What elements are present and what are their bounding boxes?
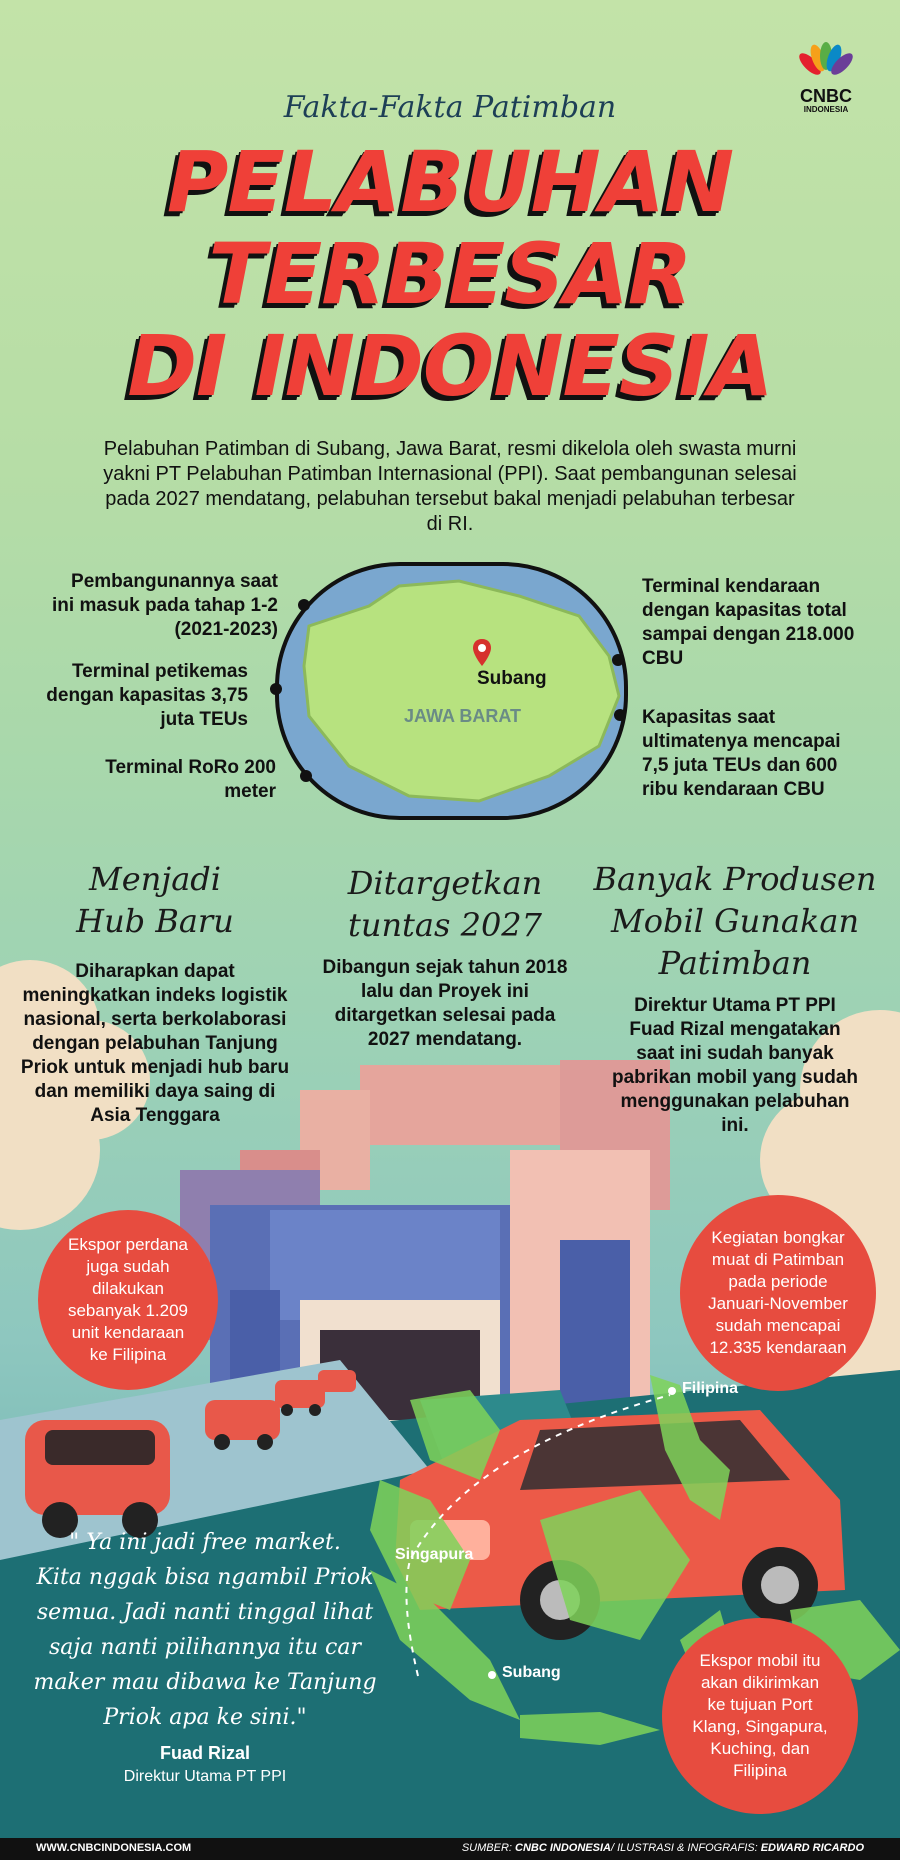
map-marker-label: Subang <box>477 668 547 689</box>
bubble-text: Ekspor perdana juga sudah dilakukan seba… <box>67 1235 189 1364</box>
bubble-text: Kegiatan bongkar muat di Patimban pada p… <box>708 1228 848 1357</box>
title-line-3: DI INDONESIA <box>127 317 773 415</box>
column-heading: tuntas 2027 <box>347 906 543 944</box>
quote-author: Fuad Rizal <box>159 1743 250 1763</box>
main-title: PELABUHAN TERBESAR DI INDONESIA <box>40 136 860 412</box>
credit-prefix: SUMBER: <box>461 1842 516 1854</box>
bubble-text: Ekspor mobil itu akan dikirimkan ke tuju… <box>692 1651 828 1780</box>
bubble-ekspor-tujuan: Ekspor mobil itu akan dikirimkan ke tuju… <box>662 1618 858 1814</box>
footer-url[interactable]: WWW.CNBCINDONESIA.COM <box>36 1842 192 1854</box>
fact-dot <box>300 770 312 782</box>
car-left <box>25 1420 170 1538</box>
footer-credit: SUMBER: CNBC INDONESIA/ ILUSTRASI & INFO… <box>462 1842 864 1854</box>
quote-line: saja nanti pilihannya itu car <box>48 1635 361 1660</box>
fact-right-2: Kapasitas saat ultimatenya mencapai 7,5 … <box>642 707 841 800</box>
brand-sub: INDONESIA <box>803 105 849 114</box>
intro-paragraph: Pelabuhan Patimban di Subang, Jawa Barat… <box>103 438 797 535</box>
route-label-filipina: Filipina <box>682 1380 738 1397</box>
fact-dot <box>298 599 310 611</box>
quote-line: Kita nggak bisa ngambil Priok <box>36 1565 374 1590</box>
fact-left-3: Terminal RoRo 200 meter <box>105 757 276 802</box>
quote-line: maker mau dibawa ke Tanjung <box>33 1670 377 1695</box>
column-heading: Mobil Gunakan <box>610 902 860 940</box>
fact-left-2: Terminal petikemas dengan kapasitas 3,75… <box>46 661 248 730</box>
column-heading: Hub Baru <box>76 902 234 940</box>
car-small-3 <box>318 1370 356 1392</box>
bubble-ekspor-perdana: Ekspor perdana juga sudah dilakukan seba… <box>38 1210 218 1390</box>
route-label-subang: Subang <box>502 1664 561 1681</box>
quote-block: " Ya ini jadi free market. Kita nggak bi… <box>20 1525 390 1786</box>
fact-left-1: Pembangunannya saat ini masuk pada tahap… <box>52 571 278 640</box>
title-line-2: TERBESAR <box>208 225 693 323</box>
fact-dot <box>270 683 282 695</box>
route-label-singapura: Singapura <box>395 1546 474 1563</box>
quote-line: " Ya ini jadi free market. <box>69 1530 341 1555</box>
location-pin-icon <box>473 639 491 666</box>
brand-name: CNBC <box>800 86 852 106</box>
cloud-left <box>0 960 150 1230</box>
column-body: Direktur Utama PT PPI Fuad Rizal mengata… <box>612 995 858 1136</box>
column-heading: Banyak Produsen <box>593 860 877 898</box>
quote-line: Priok apa ke sini." <box>103 1705 307 1730</box>
column-produsen-mobil: Banyak Produsen Mobil Gunakan Patimban D… <box>590 858 880 1138</box>
car-small-2 <box>275 1380 325 1416</box>
subtitle: Fakta-Fakta Patimban <box>283 90 617 125</box>
column-body: Diharapkan dapat meningkatkan indeks log… <box>20 961 290 1126</box>
quote-line: semua. Jadi nanti tinggal lihat <box>36 1600 374 1625</box>
cnbc-logo[interactable]: CNBC INDONESIA <box>786 42 866 114</box>
column-hub-baru: Menjadi Hub Baru Diharapkan dapat mening… <box>20 858 290 1128</box>
column-heading: Patimban <box>658 944 812 982</box>
fact-right-1: Terminal kendaraan dengan kapasitas tota… <box>642 576 855 669</box>
fact-dot <box>614 709 626 721</box>
map-region-label: JAWA BARAT <box>404 706 521 726</box>
peacock-icon <box>799 42 853 75</box>
route-dot <box>668 1387 676 1395</box>
title-line-1: PELABUHAN <box>166 133 734 231</box>
column-heading: Menjadi <box>88 860 222 898</box>
bubble-bongkar-muat: Kegiatan bongkar muat di Patimban pada p… <box>680 1195 876 1391</box>
car-small-1 <box>205 1400 280 1450</box>
column-target-2027: Ditargetkan tuntas 2027 Dibangun sejak t… <box>320 862 570 1052</box>
jawa-barat-map <box>275 562 628 820</box>
quote-role: Direktur Utama PT PPI <box>123 1768 287 1785</box>
route-dot <box>488 1671 496 1679</box>
credit-author: EDWARD RICARDO <box>760 1842 864 1854</box>
column-heading: Ditargetkan <box>347 864 543 902</box>
credit-source: CNBC INDONESIA <box>515 1842 611 1854</box>
credit-mid: / ILUSTRASI & INFOGRAFIS: <box>610 1842 761 1854</box>
column-body: Dibangun sejak tahun 2018 lalu dan Proye… <box>322 957 568 1050</box>
fact-dot <box>612 654 624 666</box>
